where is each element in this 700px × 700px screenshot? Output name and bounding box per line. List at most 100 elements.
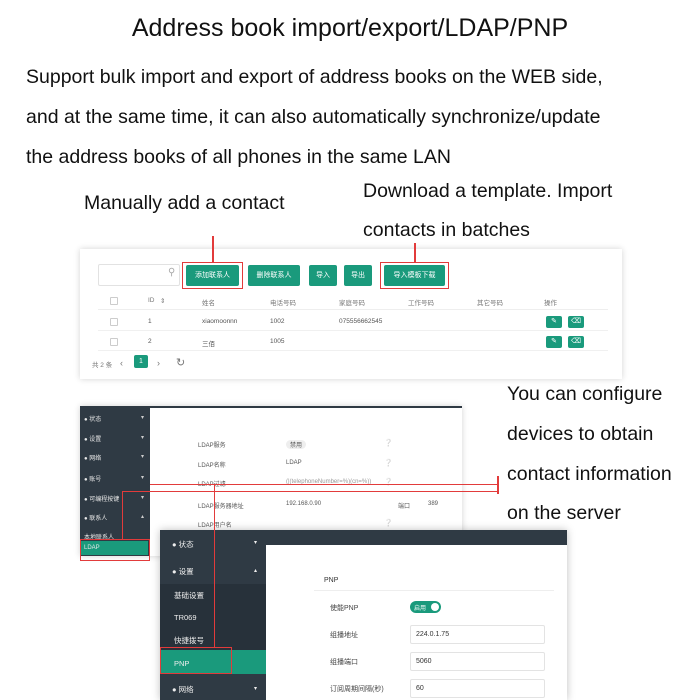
- help-icon[interactable]: ❔: [384, 520, 393, 527]
- connector-ldap: [122, 491, 123, 539]
- row-checkbox[interactable]: [110, 318, 118, 326]
- menu-label: 网络: [89, 456, 102, 462]
- cell-home: 075556662545: [339, 318, 383, 325]
- highlight-template: [380, 262, 449, 289]
- pnp-menu-status[interactable]: ● 状态: [172, 540, 194, 549]
- help-icon[interactable]: ❔: [384, 440, 393, 447]
- toggle-label: 启用: [414, 606, 427, 612]
- cell-phone: 1002: [270, 318, 285, 325]
- ldap-sidebar-active: [80, 541, 148, 555]
- page-title: Address book import/export/LDAP/PNP: [131, 14, 569, 42]
- ldap-server-field[interactable]: 192.168.0.90: [286, 501, 322, 507]
- select-all-checkbox[interactable]: [110, 297, 118, 305]
- table-row: 1 xiaomoonnn 1002 075556662545 ✎ ⌫: [98, 313, 608, 331]
- pnp-menu-basic[interactable]: 基础设置: [174, 591, 204, 600]
- ldap-name-label: LDAP名称: [198, 463, 226, 469]
- menu-label: 可编程按键: [89, 497, 120, 503]
- chevron-down-icon: ▾: [254, 686, 258, 692]
- cell-name: 三佰: [202, 341, 215, 348]
- chevron-down-icon: ▾: [141, 454, 145, 460]
- toggle-knob: [431, 603, 439, 611]
- pnp-enable-label: 使能PNP: [330, 605, 359, 612]
- ldap-menu-local-contacts[interactable]: 本地联系人: [84, 535, 115, 541]
- ldap-filter-field[interactable]: (|(telephoneNumber=%)(cn=%)): [286, 479, 372, 485]
- ldap-service-toggle[interactable]: 禁用: [286, 440, 307, 449]
- column-phone: 电话号码: [270, 300, 296, 307]
- table-header: ID ⇕ 姓名 电话号码 家庭号码 工作号码 其它号码 操作: [98, 293, 608, 310]
- search-icon[interactable]: ⚲: [168, 267, 176, 278]
- column-id: ID: [148, 297, 155, 304]
- connector-template: [414, 243, 416, 262]
- pnp-submenu-bg: [160, 628, 266, 650]
- ldap-name-field[interactable]: LDAP: [286, 460, 302, 466]
- prev-page-icon[interactable]: ‹: [120, 358, 123, 368]
- import-button[interactable]: 导入: [309, 265, 337, 286]
- ldap-server-label: LDAP服务器地址: [198, 504, 244, 510]
- pnp-menu-speed-dial[interactable]: 快捷拨号: [174, 636, 204, 645]
- pnp-multicast-port-label: 组播端口: [330, 659, 358, 666]
- delete-icon[interactable]: ⌫: [568, 316, 584, 328]
- menu-label: 网络: [178, 685, 194, 694]
- pnp-sidebar-active: [160, 650, 266, 674]
- menu-label: 账号: [89, 477, 102, 483]
- pnp-divider: [314, 590, 554, 591]
- pnp-subscribe-interval-input[interactable]: 60: [410, 679, 545, 698]
- highlight-line-top: [150, 484, 498, 485]
- callout-template-2: contacts in batches: [363, 219, 530, 241]
- pnp-submenu-bg: [160, 606, 266, 628]
- export-button[interactable]: 导出: [344, 265, 372, 286]
- pnp-menu-settings[interactable]: ● 设置: [172, 567, 194, 576]
- callout-manual-add: Manually add a contact: [84, 192, 285, 214]
- description-line-1: Support bulk import and export of addres…: [26, 66, 603, 88]
- pnp-menu-pnp[interactable]: PNP: [174, 659, 190, 668]
- chevron-up-icon: ▴: [141, 514, 145, 520]
- delete-icon[interactable]: ⌫: [568, 336, 584, 348]
- callout-server-2: devices to obtain: [507, 423, 654, 445]
- pager-total: 共 2 条: [92, 362, 113, 369]
- pnp-enable-toggle[interactable]: 启用: [410, 601, 441, 613]
- help-icon[interactable]: ❔: [384, 460, 393, 467]
- template-download-button[interactable]: 导入模板下载: [384, 265, 445, 286]
- add-contact-button[interactable]: 添加联系人: [186, 265, 239, 286]
- pnp-menu-network[interactable]: ● 网络: [172, 685, 194, 694]
- ldap-service-label: LDAP服务: [198, 443, 226, 449]
- column-other: 其它号码: [477, 300, 503, 307]
- ldap-port-field[interactable]: 389: [428, 501, 439, 507]
- highlight-ldap-menu: [80, 539, 150, 561]
- highlight-add-contact: [182, 262, 243, 289]
- search-input[interactable]: [98, 264, 180, 286]
- ldap-menu-status[interactable]: ● 状态: [84, 417, 102, 423]
- pnp-multicast-port-input[interactable]: 5060: [410, 652, 545, 671]
- sort-icon[interactable]: ⇕: [160, 298, 166, 305]
- pnp-topbar: [266, 530, 567, 545]
- pnp-multicast-address-input[interactable]: 224.0.1.75: [410, 625, 545, 644]
- pnp-multicast-address-label: 组播地址: [330, 632, 358, 639]
- column-name: 姓名: [202, 300, 215, 307]
- ldap-menu-ldap[interactable]: LDAP: [84, 545, 100, 551]
- pnp-subscribe-interval-label: 订阅周期间隔(秒): [330, 686, 384, 693]
- chevron-down-icon: ▾: [254, 540, 258, 546]
- menu-label: 设置: [178, 567, 194, 576]
- chevron-down-icon: ▾: [141, 435, 145, 441]
- menu-label: 状态: [89, 417, 102, 423]
- next-page-icon[interactable]: ›: [157, 358, 160, 368]
- column-home: 家庭号码: [339, 300, 365, 307]
- chevron-down-icon: ▾: [141, 495, 145, 501]
- edit-icon[interactable]: ✎: [546, 336, 562, 348]
- row-checkbox[interactable]: [110, 338, 118, 346]
- ldap-menu-settings[interactable]: ● 设置: [84, 437, 102, 443]
- refresh-icon[interactable]: ↻: [176, 357, 186, 369]
- column-actions: 操作: [544, 300, 557, 307]
- ldap-menu-network[interactable]: ● 网络: [84, 456, 102, 462]
- pnp-menu-tr069[interactable]: TR069: [174, 613, 197, 622]
- ldap-menu-contacts[interactable]: ● 联系人: [84, 516, 108, 522]
- connector-pnp: [214, 484, 215, 647]
- page-button[interactable]: 1: [134, 355, 148, 368]
- menu-label: 状态: [178, 540, 194, 549]
- delete-contact-button[interactable]: 删除联系人: [248, 265, 300, 286]
- ldap-menu-keys[interactable]: ● 可编程按键: [84, 497, 120, 503]
- edit-icon[interactable]: ✎: [546, 316, 562, 328]
- ldap-menu-account[interactable]: ● 账号: [84, 477, 102, 483]
- help-icon[interactable]: ❔: [384, 479, 393, 486]
- pnp-submenu-bg: [160, 584, 266, 606]
